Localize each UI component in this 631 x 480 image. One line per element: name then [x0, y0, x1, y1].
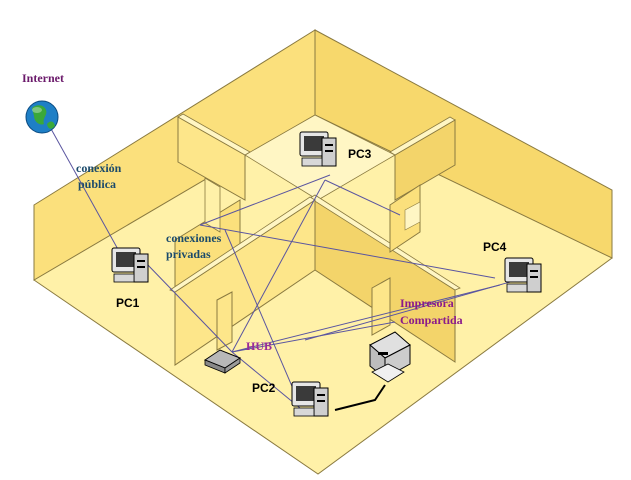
printer-icon — [369, 331, 411, 383]
wall-inner-nw-top — [177, 113, 251, 156]
private-connections-label-line2: privadas — [166, 247, 211, 261]
wall-pc2-post-left — [216, 291, 233, 351]
wall-pc1-door — [204, 177, 221, 233]
private-connections-label-line1: conexiones — [166, 231, 222, 245]
link-pc3-printer — [324, 179, 401, 216]
wall-inner-ne-top — [389, 116, 456, 156]
link-hub-printer — [231, 321, 396, 353]
link-hub-pc4 — [231, 284, 501, 353]
link-pc3-hub — [231, 179, 326, 353]
wall-pc2-post-right — [371, 277, 391, 336]
wall-pc4-door — [404, 201, 421, 231]
link-hub-pc2 — [231, 351, 301, 409]
printer-cable — [334, 384, 386, 411]
pc1-label: PC1 — [116, 296, 140, 310]
pc2-label: PC2 — [252, 381, 276, 395]
wall-center-se-top — [309, 194, 461, 291]
link-pc1-pc4 — [199, 224, 496, 279]
pc3-label: PC3 — [348, 147, 372, 161]
hub-icon — [203, 349, 242, 374]
public-connection-label-line2: pública — [78, 177, 116, 191]
wall-back-right — [314, 29, 613, 259]
link-hub-pc4b — [304, 281, 511, 341]
hub-label: HUB — [246, 339, 272, 353]
network-links — [44, 117, 511, 409]
globe-icon — [25, 100, 59, 134]
internet-label: Internet — [22, 71, 64, 85]
printer-label-line2: Compartida — [400, 313, 463, 327]
printer-label-line1: Impresora — [400, 296, 454, 310]
link-pc3-pc2 — [224, 229, 301, 406]
link-pc1-hub — [144, 261, 233, 353]
link-pc3-pc1 — [199, 174, 331, 226]
pc4-label: PC4 — [483, 240, 507, 254]
public-connection-label-line1: conexión — [76, 161, 122, 175]
link-internet-pc1 — [44, 117, 126, 263]
